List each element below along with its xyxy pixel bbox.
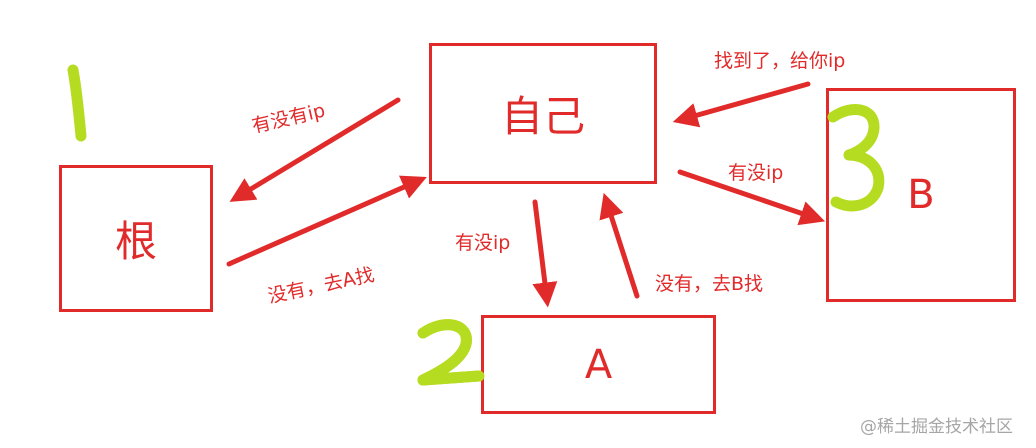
arrow-self-to-b — [677, 169, 826, 226]
edge-label-b-to-self: 找到了，给你ip — [714, 50, 846, 72]
node-b: B — [826, 88, 1016, 302]
node-a-label: A — [584, 341, 613, 388]
edge-label-a-to-self: 没有，去B找 — [655, 273, 764, 295]
node-self: 自己 — [429, 43, 657, 184]
edge-label-self-to-a: 有没ip — [455, 232, 511, 254]
node-b-label: B — [907, 172, 935, 218]
marker-one — [67, 64, 87, 142]
node-root-label: 根 — [114, 217, 157, 266]
node-self-label: 自己 — [500, 92, 585, 141]
watermark: @稀土掘金技术社区 — [860, 417, 1013, 437]
arrow-b-to-self — [672, 81, 811, 128]
marker-two — [417, 319, 485, 386]
arrow-self-to-root — [229, 97, 401, 202]
edge-label-self-to-b: 有没ip — [728, 162, 784, 184]
node-root: 根 — [59, 165, 213, 312]
arrow-self-to-a — [532, 199, 558, 308]
arrow-a-to-self — [599, 192, 640, 299]
arrow-root-to-self — [226, 175, 427, 267]
node-a: A — [481, 315, 716, 414]
